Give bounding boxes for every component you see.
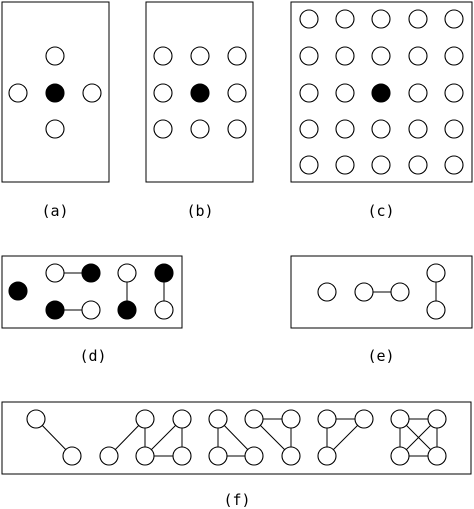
panel-b-frame xyxy=(145,1,254,183)
panel-f-node xyxy=(135,409,155,429)
panel-f-node xyxy=(208,409,228,429)
panel-e-node xyxy=(354,282,374,302)
panel-c-node xyxy=(299,9,319,29)
panel-b-node xyxy=(153,119,173,139)
panel-b-label: (b) xyxy=(186,202,213,220)
panel-c-node xyxy=(299,119,319,139)
panel-f-node xyxy=(62,446,82,466)
panel-c-node xyxy=(371,83,391,103)
panel-d-node xyxy=(81,300,101,320)
panel-a-node xyxy=(45,46,65,66)
panel-c-node xyxy=(444,155,464,175)
panel-f-node xyxy=(317,446,337,466)
panel-f-node xyxy=(281,446,301,466)
panel-f-frame xyxy=(1,401,472,475)
panel-b-node xyxy=(227,119,247,139)
panel-f-node xyxy=(26,409,46,429)
panel-f-node xyxy=(317,409,337,429)
panel-f-node xyxy=(354,409,374,429)
panel-c-node xyxy=(408,155,428,175)
panel-c-node xyxy=(408,119,428,139)
panel-f-node xyxy=(427,409,447,429)
panel-c-node xyxy=(408,83,428,103)
panel-c-node xyxy=(299,46,319,66)
panel-f-node xyxy=(427,446,447,466)
panel-d-node xyxy=(154,300,174,320)
panel-f-node xyxy=(172,446,192,466)
panel-c-node xyxy=(408,9,428,29)
panel-a-label: (a) xyxy=(41,202,68,220)
panel-a-frame xyxy=(1,1,110,183)
panel-a-node xyxy=(82,83,102,103)
panel-c-node xyxy=(299,155,319,175)
panel-d-node xyxy=(81,263,101,283)
panel-c-node xyxy=(444,83,464,103)
panel-f-node xyxy=(281,409,301,429)
panel-f-node xyxy=(390,446,410,466)
panel-c-node xyxy=(444,119,464,139)
panel-d-node xyxy=(8,281,28,301)
panel-b-node xyxy=(153,83,173,103)
panel-b-node xyxy=(190,83,210,103)
panel-c-frame xyxy=(290,1,473,183)
panel-c-node xyxy=(444,9,464,29)
panel-b-node xyxy=(153,46,173,66)
panel-f-node xyxy=(135,446,155,466)
panel-f-node xyxy=(244,409,264,429)
panel-e-node xyxy=(426,263,446,283)
panel-d-node xyxy=(117,300,137,320)
panel-f-label: (f) xyxy=(223,491,250,509)
panel-f-node xyxy=(244,446,264,466)
panel-c-node xyxy=(444,46,464,66)
panel-b-node xyxy=(190,46,210,66)
panel-c-node xyxy=(299,83,319,103)
panel-e-frame xyxy=(290,255,473,329)
panel-a-node xyxy=(45,83,65,103)
panel-c-node xyxy=(335,83,355,103)
panel-f-node xyxy=(172,409,192,429)
panel-e-node xyxy=(426,300,446,320)
panel-b-node xyxy=(227,46,247,66)
panel-c-node xyxy=(371,119,391,139)
panel-d-frame xyxy=(1,255,183,329)
panel-f-node xyxy=(390,409,410,429)
panel-a-node xyxy=(8,83,28,103)
panel-c-node xyxy=(371,9,391,29)
panel-c-node xyxy=(335,119,355,139)
panel-d-node xyxy=(45,300,65,320)
panel-f-node xyxy=(208,446,228,466)
panel-d-label: (d) xyxy=(79,347,106,365)
panel-c-label: (c) xyxy=(367,202,394,220)
panel-e-node xyxy=(317,282,337,302)
panel-d-node xyxy=(45,263,65,283)
panel-c-node xyxy=(335,155,355,175)
panel-e-label: (e) xyxy=(367,347,394,365)
panel-a-node xyxy=(45,119,65,139)
panel-c-node xyxy=(408,46,428,66)
node-layer xyxy=(8,9,464,466)
panel-f-node xyxy=(99,446,119,466)
panel-c-node xyxy=(335,9,355,29)
panel-d-node xyxy=(154,263,174,283)
panel-b-node xyxy=(227,83,247,103)
panel-c-node xyxy=(335,46,355,66)
panel-c-node xyxy=(371,155,391,175)
panel-c-node xyxy=(371,46,391,66)
panel-d-node xyxy=(117,263,137,283)
panel-b-node xyxy=(190,119,210,139)
panel-e-node xyxy=(390,282,410,302)
